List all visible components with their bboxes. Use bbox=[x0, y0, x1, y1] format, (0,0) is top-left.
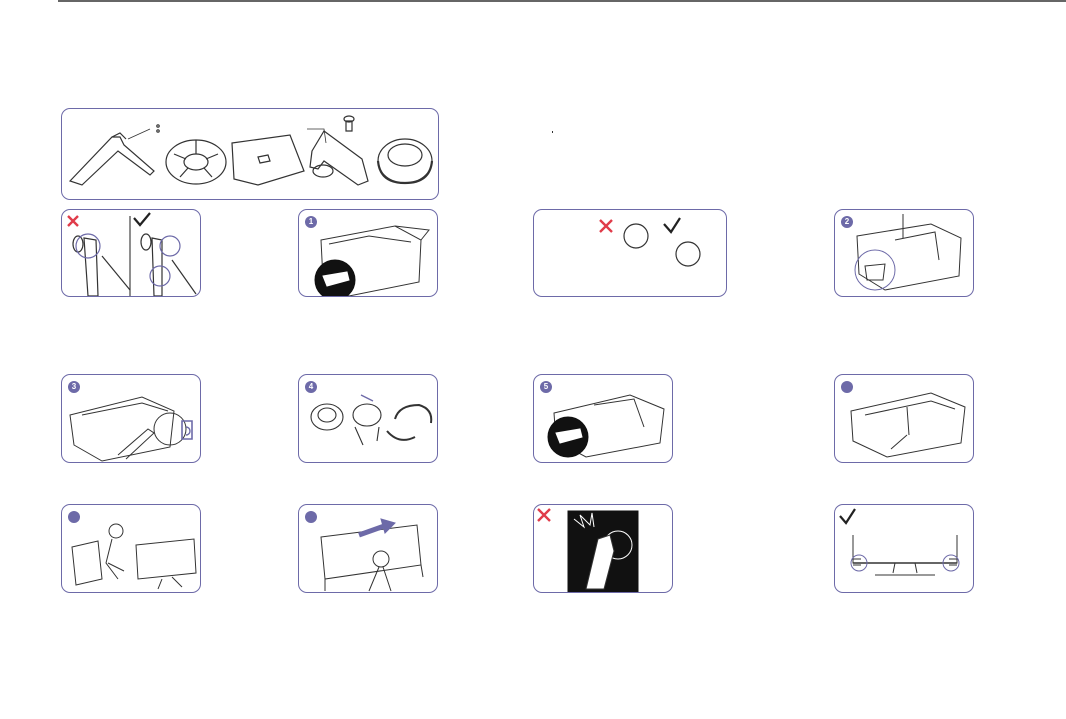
step-2-panel: 2 bbox=[834, 209, 974, 297]
step-5-illustration bbox=[534, 375, 673, 463]
wrong-mark-icon bbox=[538, 509, 550, 521]
step-3-illustration bbox=[62, 375, 201, 463]
correct-handling-panel bbox=[834, 504, 974, 593]
stand-check-panel bbox=[61, 209, 201, 297]
right-mark-icon bbox=[134, 213, 150, 225]
right-mark-icon bbox=[664, 218, 680, 232]
step-1-panel: 1 bbox=[298, 209, 438, 297]
step-8-illustration bbox=[299, 505, 438, 593]
right-mark-icon bbox=[840, 509, 855, 523]
step-6-panel bbox=[834, 374, 974, 463]
cover-drawing bbox=[232, 135, 304, 185]
correct-handling-illustration bbox=[835, 505, 974, 593]
wrong-mark-icon bbox=[600, 220, 612, 232]
step-4-illustration bbox=[299, 375, 438, 463]
lift-check-illustration bbox=[534, 210, 727, 297]
step-7-panel bbox=[61, 504, 201, 593]
step-5-panel: 5 bbox=[533, 374, 673, 463]
wrong-mark-icon bbox=[68, 216, 78, 226]
stand-neck-drawing bbox=[307, 116, 368, 185]
step-3-panel: 3 bbox=[61, 374, 201, 463]
stand-base-drawing bbox=[70, 125, 159, 185]
components-illustration bbox=[62, 109, 439, 200]
step-7-illustration bbox=[62, 505, 201, 593]
step-1-illustration bbox=[299, 210, 438, 297]
warning-wrong-panel bbox=[533, 504, 673, 593]
stand-check-illustration bbox=[62, 210, 201, 297]
step-4-panel: 4 bbox=[298, 374, 438, 463]
page-mark bbox=[552, 131, 553, 133]
step-2-illustration bbox=[835, 210, 974, 297]
ring-drawing bbox=[378, 139, 432, 183]
step-8-panel bbox=[298, 504, 438, 593]
top-rule bbox=[58, 0, 1066, 2]
step-6-illustration bbox=[835, 375, 974, 463]
components-panel bbox=[61, 108, 439, 200]
base-plate-drawing bbox=[166, 140, 226, 184]
lift-check-panel bbox=[533, 209, 727, 297]
warning-wrong-illustration bbox=[534, 505, 673, 593]
